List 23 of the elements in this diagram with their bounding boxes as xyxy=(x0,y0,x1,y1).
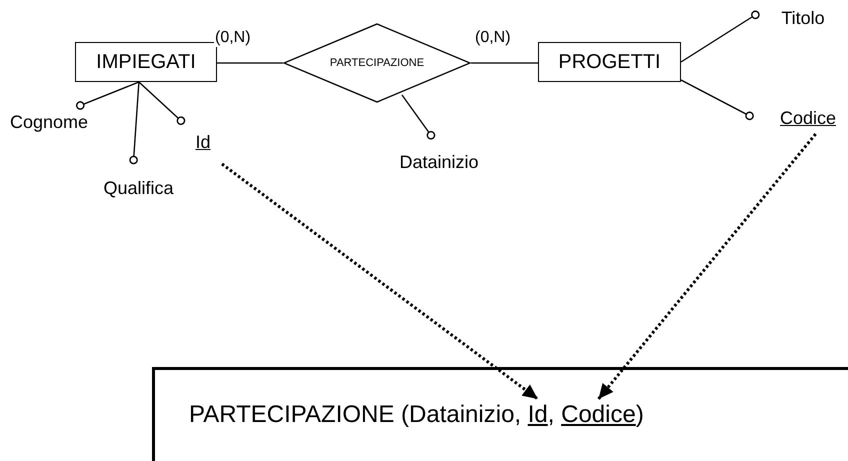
attribute-line xyxy=(138,82,186,125)
attribute-line xyxy=(680,79,754,120)
dotted-arrow xyxy=(597,133,817,400)
relation-schema-text: PARTECIPAZIONE (Datainizio, Id, Codice) xyxy=(189,401,644,429)
entity-box: IMPIEGATI xyxy=(75,42,217,82)
schema-box xyxy=(152,367,848,461)
attribute-line xyxy=(76,81,140,110)
attribute-line xyxy=(129,82,140,164)
attribute-line xyxy=(680,10,760,63)
attribute-label: Codice xyxy=(770,106,846,130)
connector-line xyxy=(471,62,538,64)
attribute-line xyxy=(401,94,436,140)
attribute-label: Id xyxy=(192,130,214,154)
attribute-label: Cognome xyxy=(12,110,86,134)
dotted-arrow xyxy=(221,162,539,400)
connector-line xyxy=(217,62,283,64)
edge-label: (0,N) xyxy=(474,29,512,47)
relationship-diamond: PARTECIPAZIONE xyxy=(283,23,471,103)
attribute-label: Titolo xyxy=(767,6,839,30)
attribute-label: Qualifica xyxy=(92,176,185,200)
attribute-label: Datainizio xyxy=(387,150,491,174)
edge-label: (0,N) xyxy=(214,29,252,47)
entity-box: PROGETTI xyxy=(538,42,681,82)
